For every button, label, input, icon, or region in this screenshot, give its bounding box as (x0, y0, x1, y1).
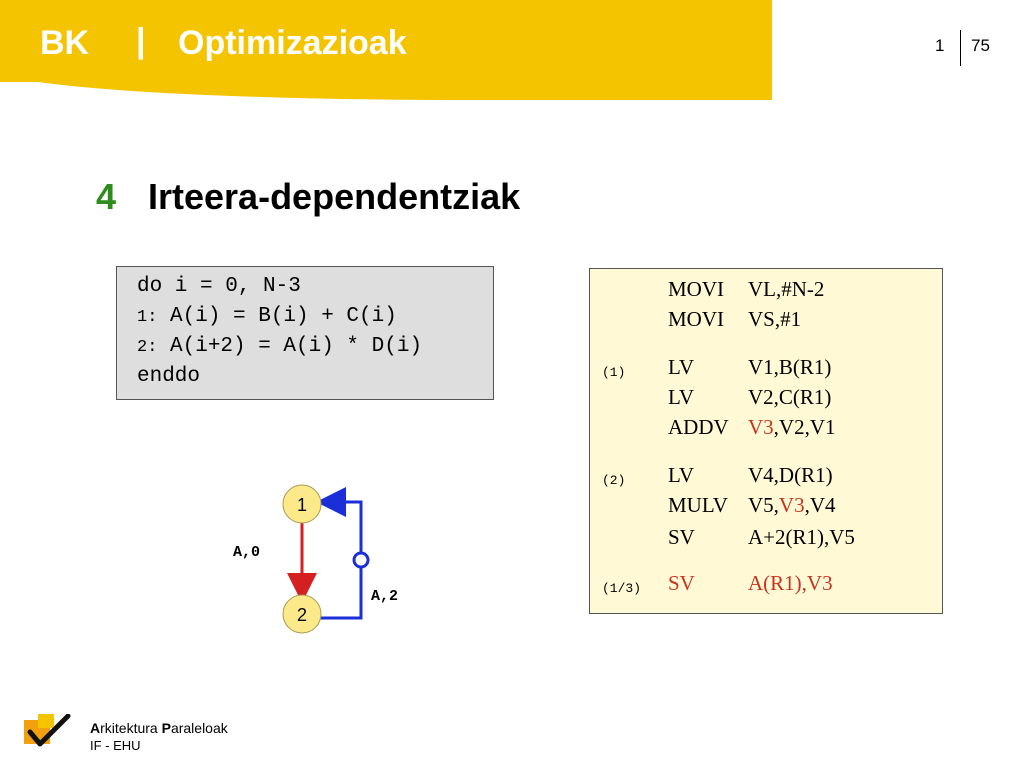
section-title: Irteera-dependentziak (148, 176, 521, 217)
edge-label: A,2 (371, 588, 398, 605)
node-label: 1 (297, 495, 307, 515)
footer-initial: P (161, 720, 171, 736)
asm-args: A+2(R1),V5 (748, 525, 855, 549)
loop-code-box: do i = 0, N-3 1: A(i) = B(i) + C(i) 2: A… (116, 266, 494, 400)
asm-row: (1/3) SV A(R1),V3 (590, 571, 942, 601)
asm-args-rest: ,V4 (804, 493, 836, 517)
statement-text: A(i+2) = A(i) * D(i) (157, 335, 423, 358)
asm-row: SV A+2(R1),V5 (590, 525, 942, 555)
asm-row: MULV V5,V3,V4 (590, 493, 942, 523)
dependency-graph: 1 2 A,0 A,2 (233, 484, 398, 634)
output-dependency-marker (352, 551, 370, 569)
page-number: 75 (971, 36, 990, 55)
highlight-register: V3 (778, 493, 805, 517)
graph-node-1 (282, 484, 322, 524)
header-curve (0, 70, 772, 100)
asm-args: V4,D(R1) (748, 463, 833, 487)
asm-opcode: ADDV (668, 415, 729, 439)
header-separator: | (136, 22, 146, 60)
footer-initial: A (90, 720, 101, 736)
highlight-register: V3 (748, 415, 774, 439)
code-line: 1: A(i) = B(i) + C(i) (137, 305, 397, 328)
page-divider (960, 30, 961, 66)
asm-args-rest: ,V2,V1 (773, 415, 836, 439)
checkmark-logo-icon (24, 714, 71, 747)
asm-args: V2,C(R1) (748, 385, 832, 409)
asm-args: V3,V2,V1 (748, 415, 836, 440)
asm-label: (1) (602, 365, 626, 380)
asm-args: VL,#N-2 (748, 277, 825, 301)
asm-args-part: V5, (748, 493, 779, 517)
code-line: enddo (137, 365, 201, 388)
graph-node-2 (282, 594, 322, 634)
node-label: 2 (297, 605, 307, 625)
asm-row: LV V2,C(R1) (590, 385, 942, 415)
asm-args: VS,#1 (748, 307, 802, 331)
asm-opcode: SV (668, 571, 695, 595)
asm-row: (2) LV V4,D(R1) (590, 463, 942, 493)
assembly-code-box: MOVI VL,#N-2 MOVI VS,#1 (1) LV V1,B(R1) … (589, 268, 943, 614)
chapter-number: 1 (935, 36, 945, 55)
section-number: 4 (96, 176, 117, 217)
asm-opcode: MOVI (668, 277, 724, 301)
asm-args: V5,V3,V4 (748, 493, 836, 518)
footer-institution: IF - EHU (90, 738, 141, 753)
asm-row: ADDV V3,V2,V1 (590, 415, 942, 445)
code-line: 2: A(i+2) = A(i) * D(i) (137, 335, 422, 358)
statement-text: A(i) = B(i) + C(i) (157, 305, 397, 328)
statement-number: 2: (137, 338, 158, 357)
edge-label: A,0 (233, 544, 260, 561)
statement-number: 1: (137, 308, 158, 327)
asm-args: V1,B(R1) (748, 355, 832, 379)
asm-opcode: LV (668, 385, 695, 409)
asm-row: MOVI VL,#N-2 (590, 277, 942, 307)
asm-label: (2) (602, 473, 626, 488)
asm-row: (1) LV V1,B(R1) (590, 355, 942, 385)
header-band (0, 0, 772, 82)
asm-opcode: LV (668, 463, 695, 487)
asm-opcode: SV (668, 525, 695, 549)
asm-row: MOVI VS,#1 (590, 307, 942, 337)
asm-opcode: LV (668, 355, 695, 379)
footer-text: araleloak (170, 720, 228, 736)
asm-args: A(R1),V3 (748, 571, 833, 595)
code-line: do i = 0, N-3 (137, 275, 301, 298)
brand-label: BK (40, 24, 90, 62)
asm-opcode: MOVI (668, 307, 724, 331)
footer-course-name: Arkitektura Paraleloak (90, 720, 228, 736)
asm-label: (1/3) (602, 581, 642, 596)
slide-title: Optimizazioak (178, 24, 407, 62)
footer-text: rkitektura (100, 720, 162, 736)
asm-opcode: MULV (668, 493, 728, 517)
